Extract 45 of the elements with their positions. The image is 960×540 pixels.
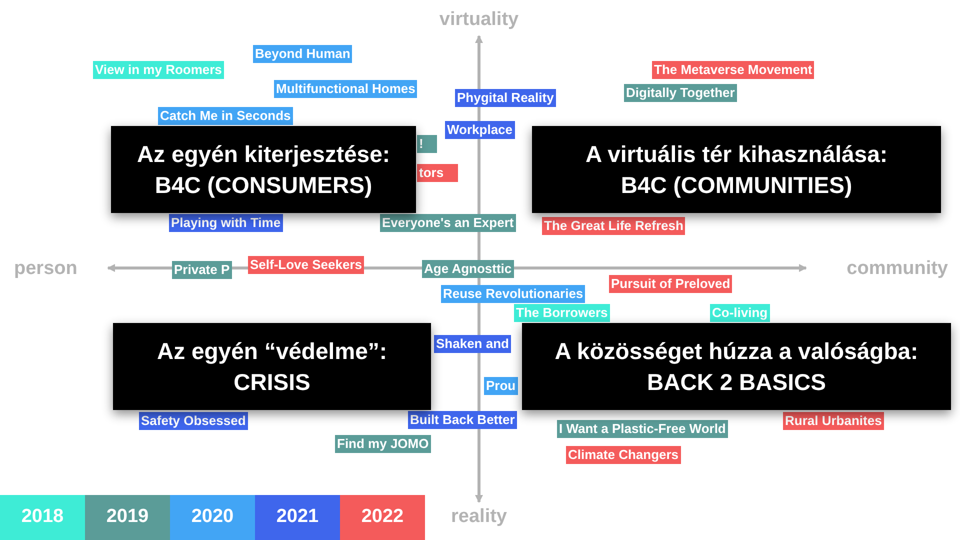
quadrant-box <box>113 323 431 410</box>
trend-tag: tors <box>417 164 458 182</box>
trend-tag: The Great Life Refresh <box>542 217 686 235</box>
quadrant-title: A közösséget húzza a valóságba: BACK 2 BASICS <box>554 336 920 396</box>
trend-tag: ! <box>417 135 437 153</box>
trend-tag: Phygital Reality <box>455 89 556 107</box>
trend-tag: View in my Roomers <box>93 61 224 79</box>
trend-tag: Age Agnosttic <box>422 260 514 278</box>
quadrant-box <box>111 126 416 213</box>
legend-swatch: 2018 <box>0 495 85 540</box>
trend-tag: The Borrowers <box>514 304 610 322</box>
trend-tag: Playing with Time <box>169 214 283 232</box>
trend-tag: Climate Changers <box>566 446 681 464</box>
axis-label: virtuality <box>439 8 519 32</box>
trend-tag: Beyond Human <box>253 45 352 63</box>
trend-tag: Find my JOMO <box>335 435 431 453</box>
legend-swatch: 2020 <box>170 495 255 540</box>
trend-tag: Digitally Together <box>624 84 737 102</box>
axis-label: person <box>14 257 78 281</box>
trend-tag: Multifunctional Homes <box>274 80 418 98</box>
legend-swatch: 2022 <box>340 495 425 540</box>
trend-tag: Pursuit of Preloved <box>609 275 732 293</box>
axis-label: reality <box>451 505 507 529</box>
trend-tag: Built Back Better <box>408 411 517 429</box>
trend-tag: Self-Love Seekers <box>248 256 364 274</box>
trend-tag: Workplace <box>445 121 515 139</box>
quadrant-box <box>522 323 951 410</box>
quadrant-box <box>532 126 941 213</box>
trend-tag: Shaken and <box>434 335 511 353</box>
trend-tag: The Metaverse Movement <box>652 61 814 79</box>
trend-tag: Prou <box>484 377 518 395</box>
trend-tag: Private P <box>172 261 232 279</box>
legend-swatch: 2019 <box>85 495 170 540</box>
trend-tag: I Want a Plastic-Free World <box>557 420 728 438</box>
trend-tag: Co-living <box>710 304 770 322</box>
trend-tag: Reuse Revolutionaries <box>441 285 586 303</box>
trend-tag: Rural Urbanites <box>783 412 884 430</box>
quadrant-title: Az egyén kiterjesztése: B4C (CONSUMERS) <box>136 140 392 200</box>
axis-label: community <box>846 257 948 281</box>
trend-tag: Safety Obsessed <box>139 412 248 430</box>
quadrant-title: A virtuális tér kihasználása: B4C (COMMUNITIES) <box>584 140 889 200</box>
quadrant-title: Az egyén “védelme”: CRISIS <box>156 336 388 396</box>
trend-tag: Everyone's an Expert <box>380 214 516 232</box>
trend-tag: Catch Me in Seconds <box>158 107 293 125</box>
legend-swatch: 2021 <box>255 495 340 540</box>
